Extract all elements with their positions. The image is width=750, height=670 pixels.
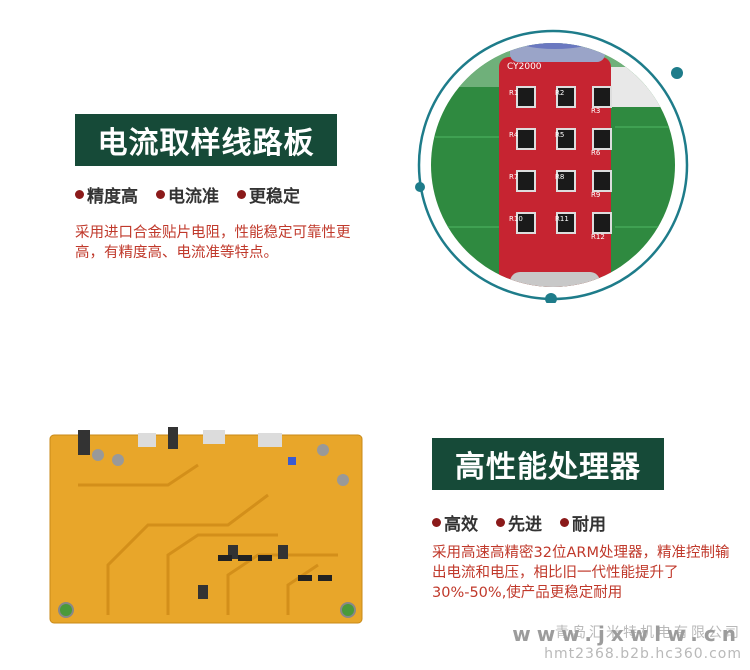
bullet-icon (496, 518, 505, 527)
resistor-chip (592, 128, 612, 150)
feature-item: 电流准 (156, 182, 219, 207)
resistor-label: R2 (555, 89, 564, 97)
bullet-icon (237, 190, 246, 199)
resistor-label: R1 (509, 89, 518, 97)
watermark-company: 青岛汇米特机电有限公司 (555, 625, 742, 641)
resistor-chip (556, 128, 576, 150)
resistor-chip (556, 86, 576, 108)
resistor-label: R3 (591, 107, 600, 115)
board-label: CY2000 (507, 62, 542, 72)
resistor-chip (592, 212, 612, 234)
watermark-site: www.jxwlw.cn (512, 622, 742, 646)
bullet-icon (560, 518, 569, 527)
resistor-label: R7 (509, 173, 518, 181)
feature-item: 更稳定 (237, 182, 300, 207)
resistor-chip (516, 170, 536, 192)
resistor-chip (516, 86, 536, 108)
resistor-label: R4 (509, 131, 519, 139)
feature-item: 先进 (496, 510, 542, 535)
resistor-label: R12 (591, 233, 605, 241)
feature-item: 高效 (432, 510, 478, 535)
resistor-label: R11 (555, 215, 569, 223)
resistor-chip (592, 86, 612, 108)
feature-item: 耐用 (560, 510, 606, 535)
feature-item: 精度高 (75, 182, 138, 207)
resistor-label: R8 (555, 173, 564, 181)
resistor-chip (556, 212, 576, 234)
resistor-label: R5 (555, 131, 564, 139)
resistor-chip (592, 170, 612, 192)
resistor-chip (516, 212, 536, 234)
resistor-chip (516, 128, 536, 150)
section1-description: 采用进口合金贴片电阻，性能稳定可靠性更高，有精度高、电流准等特点。 (75, 225, 351, 261)
resistor-label: R6 (591, 149, 601, 157)
section1-title: 电流取样线路板 (75, 114, 337, 166)
section2-description: 采用高速高精密32位ARM处理器，精准控制输出电流和电压，相比旧一代性能提升了3… (432, 545, 730, 601)
section2-title: 高性能处理器 (432, 438, 664, 490)
resistor-label: R9 (591, 191, 600, 199)
bullet-icon (432, 518, 441, 527)
bullet-icon (156, 190, 165, 199)
section1-features: 精度高 电流准 更稳定 (75, 182, 300, 207)
resistor-chip (556, 170, 576, 192)
bullet-icon (75, 190, 84, 199)
processor-board-photo (49, 427, 363, 624)
watermark: 青岛汇米特机电有限公司 www.jxwlw.cn hmt2368.b2b.hc3… (512, 622, 742, 662)
section2-features: 高效 先进 耐用 (432, 510, 606, 535)
resistor-label: R10 (509, 215, 523, 223)
watermark-url: hmt2368.b2b.hc360.com (544, 646, 742, 662)
